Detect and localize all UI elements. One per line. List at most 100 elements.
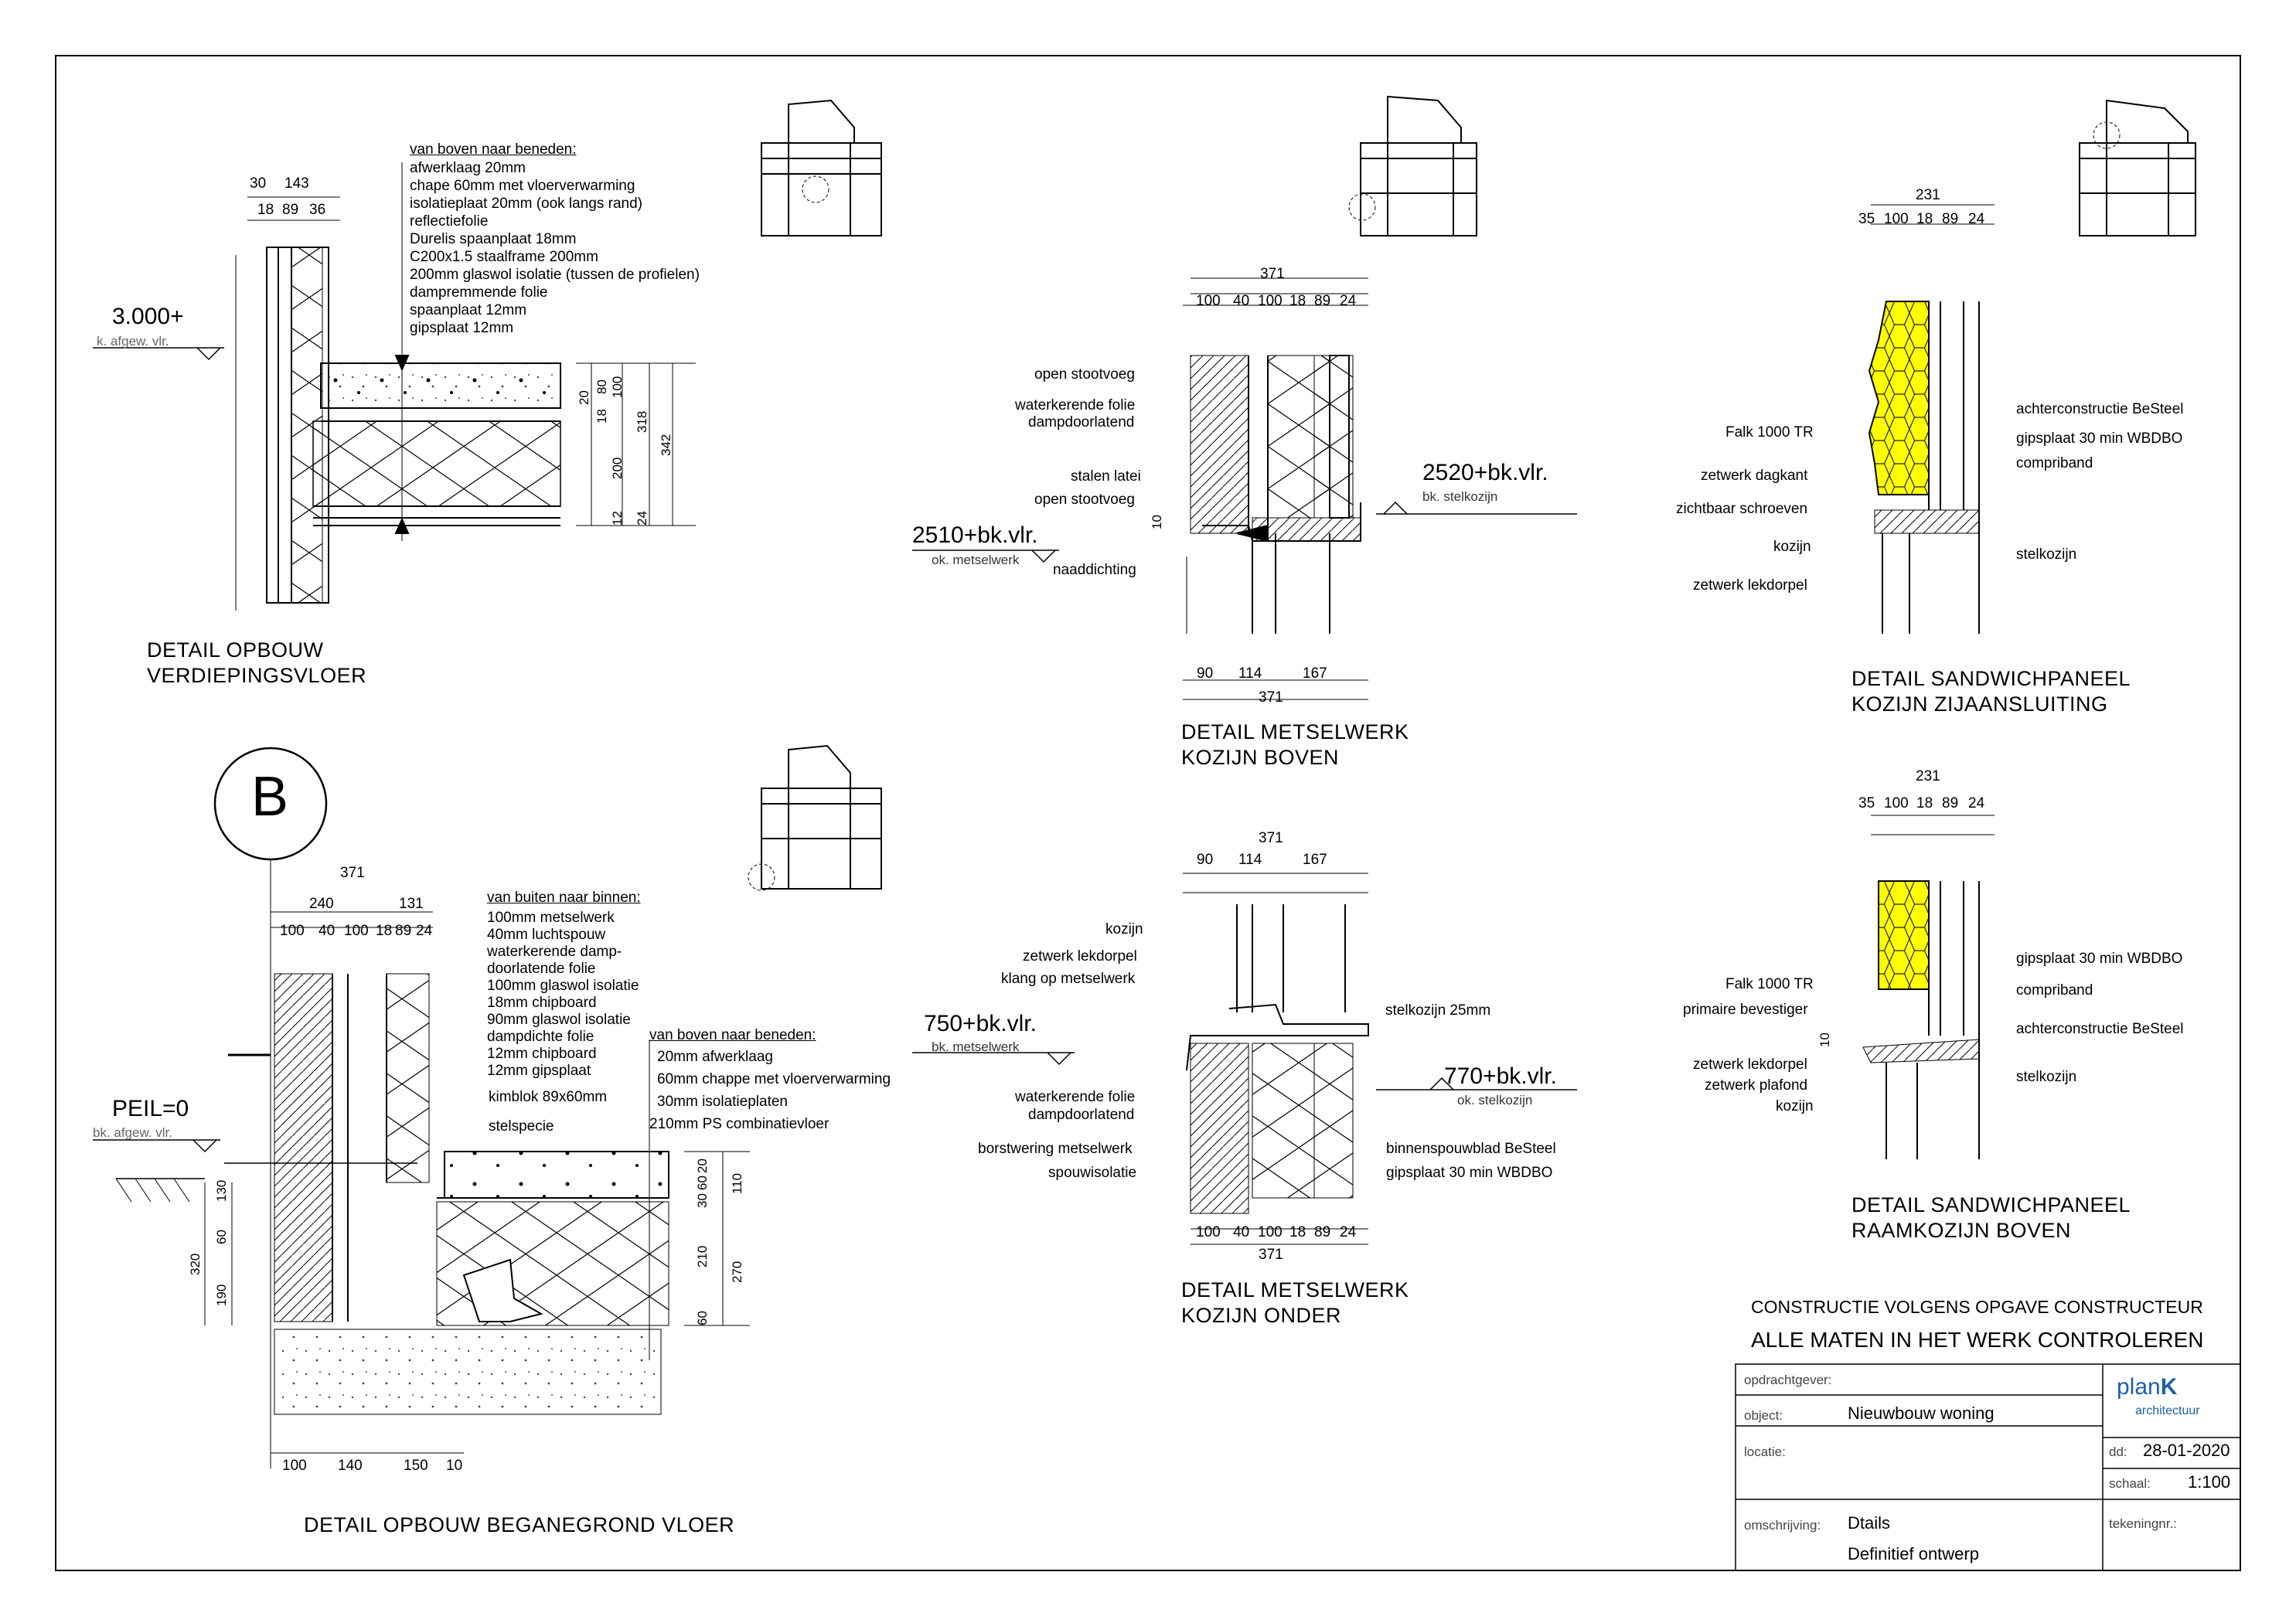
ground-dim-b1: 40 xyxy=(319,923,336,939)
st-title-2: RAAMKOZIJN BOVEN xyxy=(1851,1219,2072,1242)
tb-scale-value: 1:100 xyxy=(2188,1472,2231,1492)
floor-spec-heading: van boven naar beneden: xyxy=(410,141,577,158)
ground-vdim-130: 130 xyxy=(214,1179,229,1202)
section-icon-3 xyxy=(2079,99,2196,236)
ground-bdim-150: 150 xyxy=(404,1458,428,1474)
floor-dim-143: 143 xyxy=(284,175,309,192)
ground-vdim-190: 190 xyxy=(214,1284,229,1306)
tb-client-label: opdrachtgever: xyxy=(1744,1373,1832,1387)
ss-dim-2: 18 xyxy=(1916,211,1933,227)
ground-vdim-r20: 20 xyxy=(695,1159,710,1173)
tb-drawing-label: tekeningnr.: xyxy=(2109,1516,2177,1531)
bb-dim-total: 371 xyxy=(1259,830,1283,846)
floor-level: 3.000+ xyxy=(112,304,184,329)
bt-dim-3: 18 xyxy=(1289,293,1306,309)
bb-level-left: 750+bk.vlr. xyxy=(924,1011,1037,1036)
section-icon-1 xyxy=(761,99,882,236)
bb-dim-2: 167 xyxy=(1303,852,1327,868)
floor-vdim-80: 80 xyxy=(594,379,609,394)
ss-right-2: compriband xyxy=(2016,455,2093,471)
bb-label-2: klang op metselwerk xyxy=(1001,971,1136,987)
st-left-3: zetwerk plafond xyxy=(1705,1077,1808,1094)
bt-bdim-0: 90 xyxy=(1197,665,1214,682)
bt-title-2: KOZIJN BOVEN xyxy=(1181,746,1340,769)
ground-dim-131: 131 xyxy=(399,896,424,912)
floor-vdim-342: 342 xyxy=(659,434,673,456)
ground-spec-7: dampdichte folie xyxy=(487,1029,594,1045)
bt-dim-4: 89 xyxy=(1314,293,1331,309)
tb-desc-value-2: Definitief ontwerp xyxy=(1848,1544,1979,1563)
floor-vdim-24: 24 xyxy=(635,511,649,526)
tb-date-value: 28-01-2020 xyxy=(2143,1441,2230,1460)
tb-location-label: locatie: xyxy=(1744,1444,1786,1459)
ground-dim-b2: 100 xyxy=(344,923,369,939)
bt-dim-1: 40 xyxy=(1233,293,1250,309)
bt-title-1: DETAIL METSELWERK xyxy=(1181,720,1409,743)
floor-spec-5: C200x1.5 staalframe 200mm xyxy=(410,249,598,265)
floor-title-1: DETAIL OPBOUW xyxy=(147,638,324,662)
ground-spec-0: 100mm metselwerk xyxy=(487,910,615,926)
bt-label-1: waterkerende folie xyxy=(1015,397,1136,413)
bb-level-left-sub: bk. metselwerk xyxy=(932,1039,1020,1054)
bt-dim-2: 100 xyxy=(1258,293,1283,309)
floor-detail xyxy=(93,162,696,611)
st-right-1: compriband xyxy=(2016,982,2093,999)
ground-spec-heading: van buiten naar binnen: xyxy=(487,890,641,906)
ground-spec-6: 90mm glaswol isolatie xyxy=(487,1012,631,1028)
bb-label2-1: dampdoorlatend xyxy=(1028,1107,1135,1123)
ground-spec-2: waterkerende damp- xyxy=(487,944,622,960)
floor-spec-6: 200mm glaswol isolatie (tussen de profie… xyxy=(410,267,700,283)
floor-spec-4: Durelis spaanplaat 18mm xyxy=(410,231,577,247)
st-left-1: primaire bevestiger xyxy=(1683,1002,1808,1018)
tb-desc-label: omschrijving: xyxy=(1744,1518,1821,1533)
sandwich-side-detail xyxy=(1868,204,1995,634)
ground-floor-spec-0: 20mm afwerklaag xyxy=(657,1049,773,1065)
ground-vdim-320: 320 xyxy=(188,1253,203,1275)
ground-vdim-60: 60 xyxy=(214,1230,229,1244)
ss-right-0: achterconstructie BeSteel xyxy=(2016,401,2184,417)
floor-spec-1: chape 60mm met vloerverwarming xyxy=(410,178,635,194)
ground-detail xyxy=(93,747,750,1468)
ground-bdim-10: 10 xyxy=(446,1458,463,1474)
ss-left-2: zichtbaar schroeven xyxy=(1676,501,1808,517)
floor-dim-30: 30 xyxy=(250,175,267,192)
ss-dim-total: 231 xyxy=(1916,187,1940,203)
bb-bdim-1: 40 xyxy=(1233,1224,1250,1240)
floor-spec-0: afwerklaag 20mm xyxy=(410,160,526,176)
ss-dim-1: 100 xyxy=(1884,211,1909,227)
section-marker: B xyxy=(251,766,289,828)
ground-spec-3: doorlatende folie xyxy=(487,961,596,977)
tb-object-value: Nieuwbouw woning xyxy=(1848,1404,1995,1423)
st-dim-2: 18 xyxy=(1916,795,1933,812)
ground-vdim-r60: 60 xyxy=(695,1176,710,1190)
floor-vdim-20: 20 xyxy=(577,390,591,405)
st-dim-4: 24 xyxy=(1968,795,1985,812)
bt-level-left: 2510+bk.vlr. xyxy=(912,522,1038,548)
ground-spec-9: 12mm gipsplaat xyxy=(487,1063,591,1079)
ground-vdim-r210: 210 xyxy=(695,1245,710,1267)
floor-dim-36: 36 xyxy=(309,202,326,218)
ss-right-3: stelkozijn xyxy=(2016,546,2077,563)
st-small-dim: 10 xyxy=(1817,1033,1832,1047)
ground-kimblok: kimblok 89x60mm xyxy=(489,1089,608,1105)
floor-level-sub: k. afgew. vlr. xyxy=(97,334,169,349)
floor-title-2: VERDIEPINGSVLOER xyxy=(147,664,367,687)
tb-object-label: object: xyxy=(1744,1408,1783,1423)
bb-bdim-4: 89 xyxy=(1314,1224,1331,1240)
floor-vdim-100: 100 xyxy=(610,376,625,398)
ground-spec-8: 12mm chipboard xyxy=(487,1046,597,1062)
bt-dim-0: 100 xyxy=(1196,293,1221,309)
ss-title-2: KOZIJN ZIJAANSLUITING xyxy=(1851,692,2108,716)
ground-dim-b5: 24 xyxy=(416,923,433,939)
note-constructie: CONSTRUCTIE VOLGENS OPGAVE CONSTRUCTEUR xyxy=(1751,1297,2203,1317)
ss-left-4: zetwerk lekdorpel xyxy=(1693,577,1807,594)
ground-floor-heading: van boven naar beneden: xyxy=(649,1027,816,1043)
logo-sub: architectuur xyxy=(2135,1404,2200,1417)
ground-vdim-r270: 270 xyxy=(730,1261,744,1283)
ground-level: PEIL=0 xyxy=(112,1096,189,1121)
tb-desc-value-1: Dtails xyxy=(1848,1513,1891,1533)
bb-dim-1: 114 xyxy=(1238,852,1262,868)
bt-label-4: open stootvoeg xyxy=(1034,492,1135,508)
bb-label2-2: borstwering metselwerk xyxy=(978,1141,1133,1157)
